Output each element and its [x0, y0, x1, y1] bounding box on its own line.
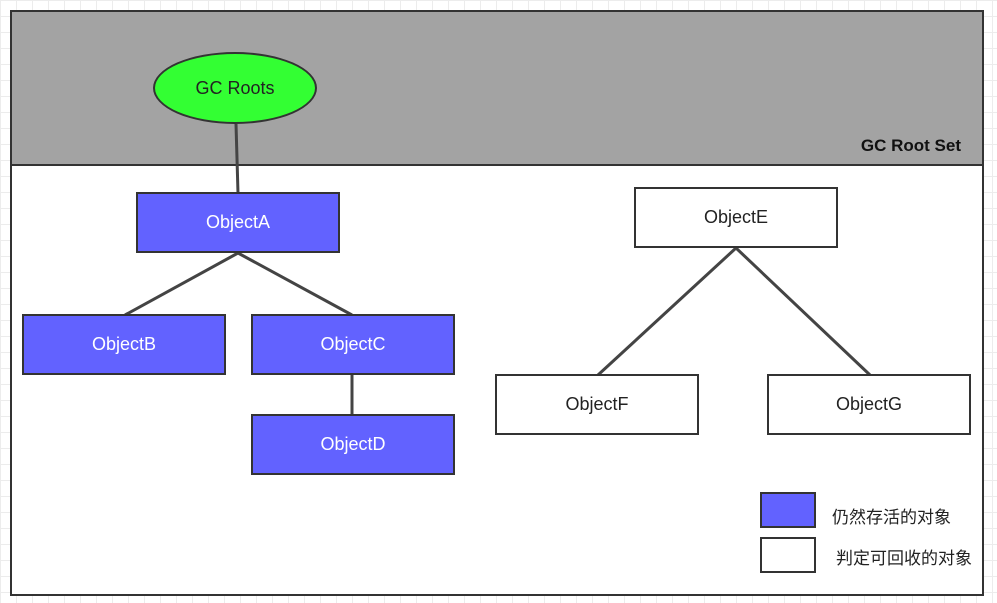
link-objecte-objectg [734, 246, 872, 377]
gc-root-set-divider [12, 164, 982, 166]
legend-alive-label: 仍然存活的对象 [832, 508, 951, 527]
link-gcroots-objecta [234, 123, 240, 194]
object-a-node: ObjectA [136, 192, 340, 253]
object-d-node: ObjectD [251, 414, 455, 475]
link-objecte-objectf [596, 246, 738, 377]
object-g-node: ObjectG [767, 374, 971, 435]
object-c-node: ObjectC [251, 314, 455, 375]
legend-collectable-label: 判定可回收的对象 [836, 549, 972, 568]
object-b-node: ObjectB [22, 314, 226, 375]
link-objecta-objectb [124, 251, 239, 317]
link-objecta-objectc [237, 251, 353, 317]
legend-collectable-swatch [760, 537, 816, 573]
legend-alive-swatch [760, 492, 816, 528]
object-e-node: ObjectE [634, 187, 838, 248]
gc-roots-node: GC Roots [153, 52, 317, 124]
gc-root-set-label: GC Root Set [860, 136, 961, 155]
object-f-node: ObjectF [495, 374, 699, 435]
